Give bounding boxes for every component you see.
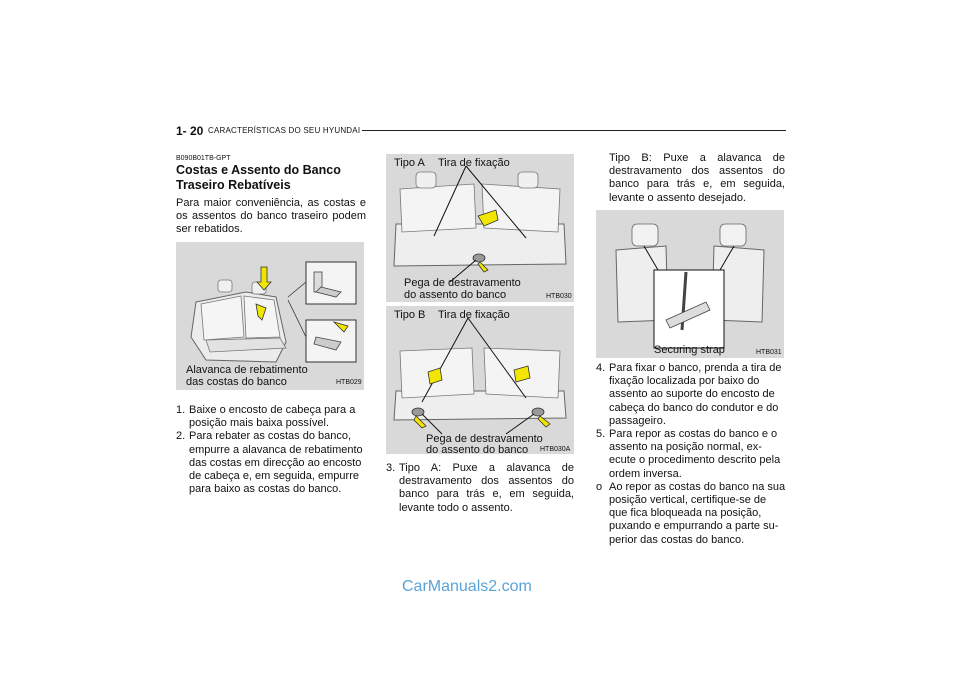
step-number: 3. xyxy=(386,462,396,474)
header-rule xyxy=(362,130,786,131)
steps-list-col2: 3.Tipo A: Puxe a alavanca de destravamen… xyxy=(386,462,574,515)
type-b-strap-label: Tira de fixação xyxy=(438,309,510,321)
list-item: 2.Para rebater as costas do banco, empur… xyxy=(176,430,366,496)
seat-fold-illustration xyxy=(190,261,357,363)
type-b-text: Tipo B: Puxe a alavanca de destravamento… xyxy=(609,152,785,204)
step-number: 2. xyxy=(176,430,186,443)
figure-securing-strap: Securing strap HTB031 xyxy=(596,210,784,358)
step-number: 4. xyxy=(596,362,606,374)
seat-type-b-illustration xyxy=(393,317,567,435)
type-a-caption-line1: Pega de destravamento xyxy=(404,277,521,289)
type-b-caption-line1: Pega de destravamento xyxy=(426,433,543,445)
figure-code: HTB029 xyxy=(336,379,362,386)
steps-list-col3: 4.Para fixar o banco, prenda a tira de f… xyxy=(596,362,786,547)
type-b-figure-code: HTB030A xyxy=(540,446,571,453)
section-code: B090B01TB-GPT xyxy=(176,155,231,162)
seat-type-a-illustration xyxy=(393,165,567,283)
type-a-strap-label: Tira de fixação xyxy=(438,157,510,169)
section-heading: Costas e Assento do Banco Traseiro Rebat… xyxy=(176,163,341,192)
step-text: Para repor as costas do banco e o assent… xyxy=(609,428,781,480)
type-a-figure-code: HTB030 xyxy=(546,293,572,300)
type-a-label: Tipo A xyxy=(394,157,425,169)
figure-type-a: Tipo A Tira de fixação Pega de destravam… xyxy=(386,154,574,302)
figure-caption-line2: das costas do banco xyxy=(186,376,287,388)
type-a-caption-line2: do assento do banco xyxy=(404,289,507,301)
list-item: 5.Para repor as costas do banco e o asse… xyxy=(596,428,786,481)
section-title: CARACTERÍSTICAS DO SEU HYUNDAI xyxy=(208,126,361,135)
securing-strap-figure-code: HTB031 xyxy=(756,349,782,356)
step-text: Ao repor as costas do banco na sua posiç… xyxy=(609,480,786,546)
figure-caption-line1: Alavanca de rebatimento xyxy=(186,364,308,376)
type-b-label: Tipo B xyxy=(394,309,426,321)
step-text: Para rebater as costas do banco, empurre… xyxy=(189,430,363,496)
type-b-paragraph: Tipo B: Puxe a alavanca de destravamento… xyxy=(609,152,785,205)
securing-strap-illustration xyxy=(615,223,765,349)
step-text: Baixe o encosto de cabeça para a posição… xyxy=(189,404,356,430)
step-text: Para fixar o banco, prenda a tira de fix… xyxy=(609,362,782,427)
list-item: 3.Tipo A: Puxe a alavanca de destravamen… xyxy=(386,462,574,515)
list-item: o Ao repor as costas do banco na sua posi… xyxy=(596,481,786,547)
figure-type-b: Tipo B Tira de fixação Pega de destravam… xyxy=(386,306,574,454)
list-item: 4.Para fixar o banco, prenda a tira de f… xyxy=(596,362,786,428)
steps-list-col1: 1.Baixe o encosto de cabeça para a posiç… xyxy=(176,404,366,496)
type-b-caption-line2: do assento do banco xyxy=(426,444,529,454)
page-number: 1- 20 xyxy=(176,124,204,138)
intro-paragraph: Para maior conveniência, as costas e os … xyxy=(176,197,366,236)
securing-strap-caption: Securing strap xyxy=(654,344,725,356)
step-number: 5. xyxy=(596,428,606,441)
step-number: o xyxy=(596,480,603,493)
list-item: 1.Baixe o encosto de cabeça para a posiç… xyxy=(176,404,366,430)
watermark-link[interactable]: CarManuals2.com xyxy=(402,578,532,595)
step-text: Tipo A: Puxe a alavanca de destravamento… xyxy=(399,462,574,514)
figure-seat-fold-lever: Alavanca de rebatimento das costas do ba… xyxy=(176,242,364,390)
step-number: 1. xyxy=(176,404,186,416)
